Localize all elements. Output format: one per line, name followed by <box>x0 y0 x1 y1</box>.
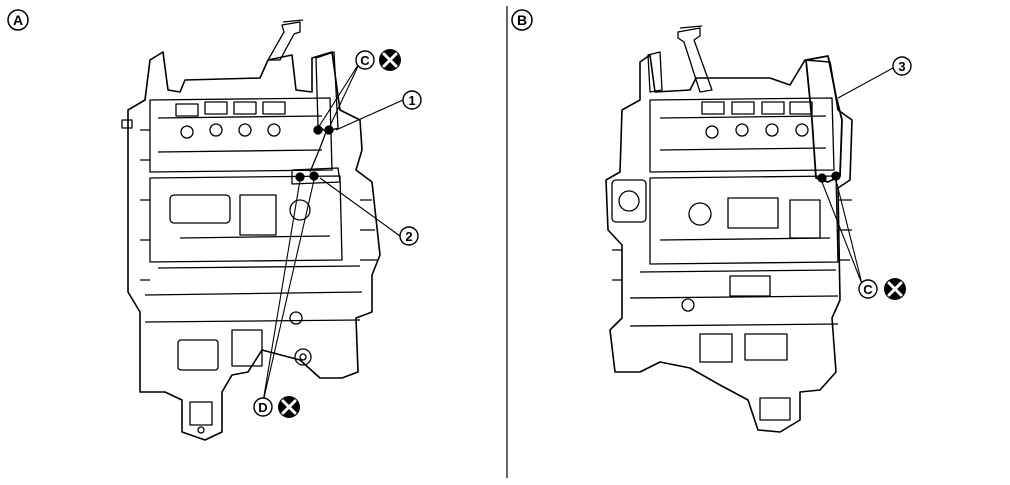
x-circle-icon <box>379 49 401 71</box>
callout-2-circle <box>399 226 419 246</box>
callout-3-label: 3 <box>898 59 905 74</box>
x-circle-icon <box>884 278 906 300</box>
panel-a-badge <box>7 9 29 31</box>
callout-d-label: D <box>258 400 267 415</box>
callout-d-circle <box>253 397 273 417</box>
callout-c-a-label: C <box>360 53 370 68</box>
callout-c-b-circle <box>858 279 878 299</box>
callout-1-circle <box>402 90 422 110</box>
x-circle-icon <box>278 396 300 418</box>
panel-a: A <box>7 9 422 441</box>
engine-b-illustration <box>605 25 853 433</box>
callout-1-label: 1 <box>408 93 415 108</box>
callout-2-label: 2 <box>405 229 412 244</box>
panel-b-leaders <box>821 67 894 285</box>
panel-b-badge <box>511 9 533 31</box>
callout-c-a-circle <box>355 50 375 70</box>
panel-a-leaders <box>262 61 404 403</box>
callout-3-circle <box>892 56 912 76</box>
panel-b-label: B <box>517 12 527 28</box>
panel-b: B <box>511 9 912 433</box>
callout-c-b-label: C <box>863 282 873 297</box>
panel-a-label: A <box>13 12 23 28</box>
engine-a-illustration <box>121 19 381 441</box>
